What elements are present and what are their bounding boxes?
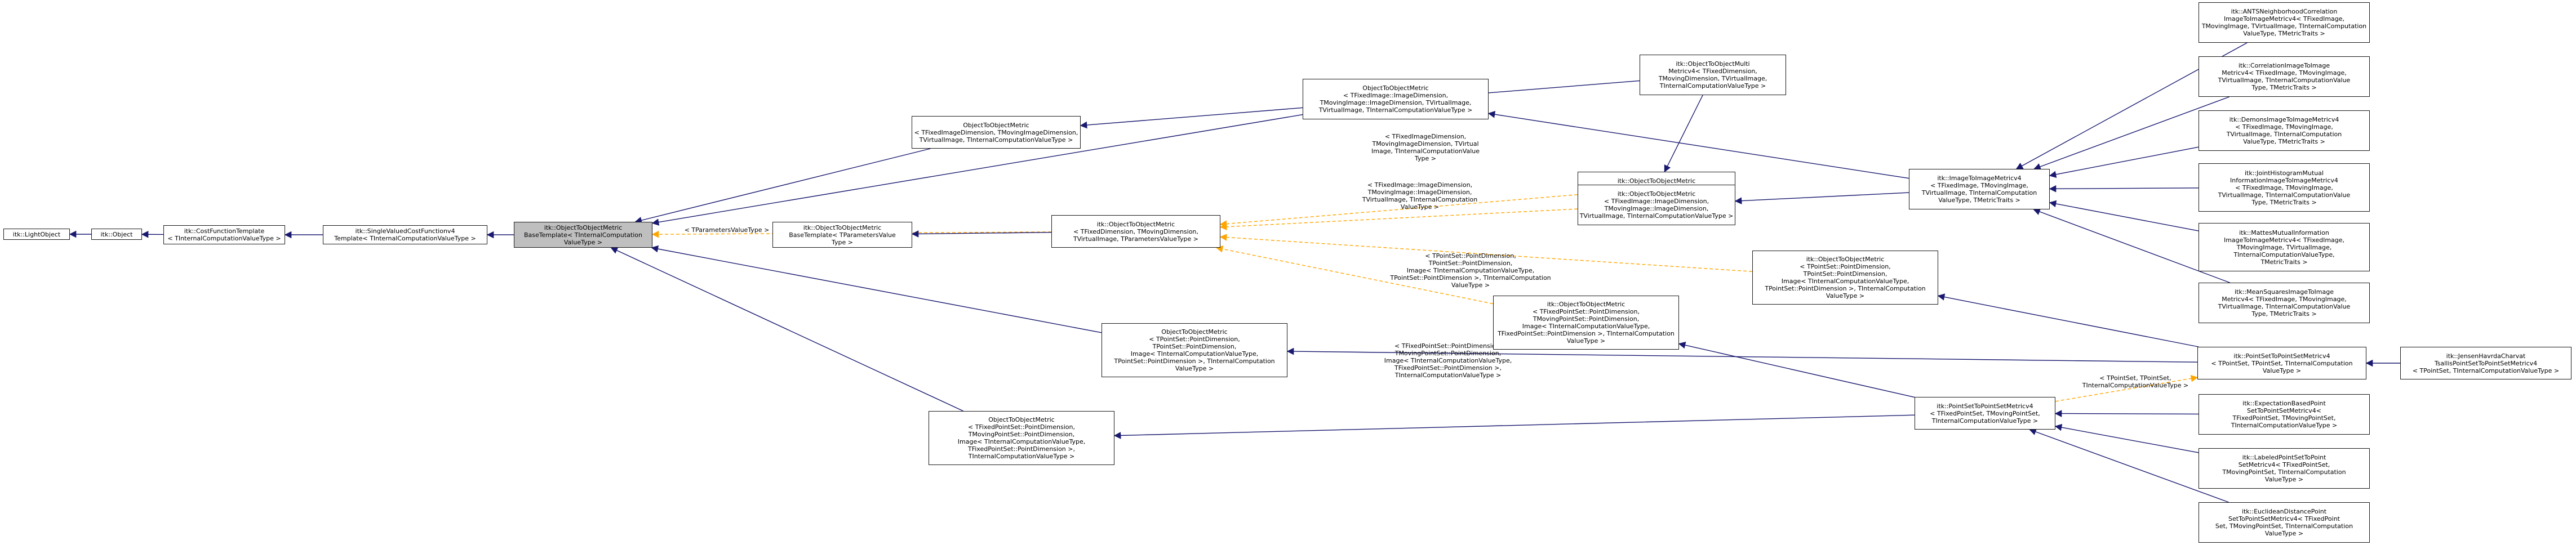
class-node-mattes[interactable]: itk::MattesMutualInformation ImageToImag… xyxy=(2199,223,2370,271)
class-node-label: itk::SingleValuedCostFunctionv4 Template… xyxy=(334,227,476,242)
class-node-label: itk::Object xyxy=(100,230,133,238)
class-node-label: ObjectToObjectMetric < TFixedImageDimens… xyxy=(914,121,1078,144)
class-node-multi[interactable]: itk::ObjectToObjectMulti Metricv4< TFixe… xyxy=(1640,55,1786,95)
edge-mattes-to-img2img xyxy=(2049,200,2199,231)
class-node-object[interactable]: itk::Object xyxy=(91,229,142,240)
class-node-label: ObjectToObjectMetric < TPointSet::PointD… xyxy=(1114,328,1275,372)
class-node-label: itk::DemonsImageToImageMetricv4 < TFixed… xyxy=(2226,116,2342,145)
class-node-light[interactable]: itk::LightObject xyxy=(3,229,70,240)
edge-ootom_ps-to-base xyxy=(651,245,1102,333)
class-node-ootom_ps2[interactable]: ObjectToObjectMetric < TFixedPointSet::P… xyxy=(929,411,1114,465)
edge-ps2ps-to-ootom_p2 xyxy=(1937,293,2199,347)
edge-ootom_img2-to-base xyxy=(651,114,1303,226)
class-node-ps2ps[interactable]: itk::PointSetToPointSetMetricv4 < TPoint… xyxy=(2197,347,2366,379)
class-node-ootom_base[interactable]: itk::ObjectToObjectMetric BaseTemplate< … xyxy=(772,222,912,248)
edge-label-ootom_i2: < TFixedImage::ImageDimension, TMovingIm… xyxy=(1362,181,1478,211)
class-node-ootom_img[interactable]: ObjectToObjectMetric < TFixedImageDimens… xyxy=(912,116,1081,149)
edge-ps2ps-to-ootom_ps xyxy=(1286,347,2198,363)
class-node-label: itk::MattesMutualInformation ImageToImag… xyxy=(2223,229,2345,266)
class-node-label: itk::ObjectToObjectMetric < TPointSet::P… xyxy=(1765,256,1926,300)
class-node-label: itk::JensenHavrdaCharvat TsallisPointSet… xyxy=(2412,352,2560,374)
class-node-labeled[interactable]: itk::LabeledPointSetToPoint SetMetricv4<… xyxy=(2199,448,2370,489)
class-node-label: itk::LabeledPointSetToPoint SetMetricv4<… xyxy=(2222,454,2346,483)
edge-ootom_i2-to-ootom_tmpl xyxy=(1219,208,1578,231)
edge-joint-to-img2img xyxy=(2049,185,2199,193)
class-node-costfn[interactable]: itk::CostFunctionTemplate < TInternalCom… xyxy=(163,225,285,244)
class-node-ants[interactable]: itk::ANTSNeighborhoodCorrelation ImageTo… xyxy=(2199,2,2370,43)
class-node-label: itk::MeanSquaresImageToImage Metricv4< T… xyxy=(2218,288,2351,318)
class-node-joint[interactable]: itk::JointHistogramMutual InformationIma… xyxy=(2199,163,2370,212)
class-node-jensen[interactable]: itk::JensenHavrdaCharvat TsallisPointSet… xyxy=(2400,347,2571,379)
edge-label-ootom_p1: < TFixedPointSet::PointDimension, TMovin… xyxy=(1384,342,1512,379)
class-node-label: itk::ObjectToObjectMetric < TFixedDimens… xyxy=(1073,220,1198,243)
class-node-svcf[interactable]: itk::SingleValuedCostFunctionv4 Template… xyxy=(323,225,487,244)
edge-meansq-to-img2img xyxy=(2033,208,2230,283)
class-node-label: ObjectToObjectMetric < TFixedImage::Imag… xyxy=(1318,84,1473,114)
class-node-label: itk::EuclideanDistancePoint SetToPointSe… xyxy=(2215,508,2353,537)
class-node-label: itk::ANTSNeighborhoodCorrelation ImageTo… xyxy=(2201,8,2367,37)
class-node-label: itk::LightObject xyxy=(12,230,61,238)
edge-labeled-to-ps2psfm xyxy=(2054,423,2199,453)
edge-euclid-to-ps2psfm xyxy=(2029,428,2229,503)
class-node-img2img[interactable]: itk::ImageToImageMetricv4 < TFixedImage,… xyxy=(1909,169,2050,209)
edge-ootom_tmpl-to-ootom_base xyxy=(911,230,1052,238)
edge-demons-to-img2img xyxy=(2049,146,2199,178)
class-node-ootom_p2[interactable]: itk::ObjectToObjectMetric < TPointSet::P… xyxy=(1752,251,1938,305)
class-node-label: itk::ImageToImageMetricv4 < TFixedImage,… xyxy=(1921,175,2037,204)
class-node-label: itk::ObjectToObjectMetric BaseTemplate< … xyxy=(789,224,896,246)
edge-label-ootom_i1: < TFixedImageDimension, TMovingImageDime… xyxy=(1371,133,1480,162)
class-node-corr[interactable]: itk::CorrelationImageToImage Metricv4< T… xyxy=(2199,56,2370,97)
edge-ootom_img-to-base xyxy=(634,148,931,224)
class-node-label: itk::PointSetToPointSetMetricv4 < TFixed… xyxy=(1930,402,2040,425)
edge-multi-to-ootom_i1 xyxy=(1664,95,1703,173)
edge-img2img-to-ootom_i2 xyxy=(1734,192,1909,204)
edge-ootom_p1-to-ootom_tmpl xyxy=(1215,245,1494,305)
edge-expect-to-ps2psfm xyxy=(2054,410,2199,417)
class-node-demons[interactable]: itk::DemonsImageToImageMetricv4 < TFixed… xyxy=(2199,110,2370,151)
class-node-ootom_i2[interactable]: itk::ObjectToObjectMetric < TFixedImage:… xyxy=(1578,185,1735,225)
edge-ootom_i1-to-ootom_tmpl xyxy=(1219,194,1578,227)
class-node-label: itk::ObjectToObjectMetric < TFixedPointS… xyxy=(1498,301,1675,345)
edge-ps2psfm-to-ootom_ps2 xyxy=(1113,414,1915,439)
class-node-expect[interactable]: itk::ExpectationBasedPoint SetToPointSet… xyxy=(2199,394,2370,435)
edge-ootom_ps2-to-base xyxy=(610,247,963,412)
edge-ps2psfm-to-ootom_p1 xyxy=(1678,341,1915,398)
class-node-meansq[interactable]: itk::MeanSquaresImageToImage Metricv4< T… xyxy=(2199,283,2370,323)
class-node-ootom_tmpl[interactable]: itk::ObjectToObjectMetric < TFixedDimens… xyxy=(1051,215,1220,248)
edge-ootom_p2-to-ootom_tmpl xyxy=(1219,234,1753,272)
class-node-label: itk::ObjectToObjectMetric BaseTemplate< … xyxy=(523,224,642,246)
class-node-label: itk::ObjectToObjectMetric < TFixedImage:… xyxy=(1579,190,1734,220)
class-node-label: ObjectToObjectMetric < TFixedPointSet::P… xyxy=(957,416,1086,460)
class-node-ps2psfm[interactable]: itk::PointSetToPointSetMetricv4 < TFixed… xyxy=(1915,397,2055,430)
class-node-ootom_ps[interactable]: ObjectToObjectMetric < TPointSet::PointD… xyxy=(1102,323,1287,377)
class-node-label: itk::ObjectToObjectMulti Metricv4< TFixe… xyxy=(1658,60,1767,90)
edge-label-ootom_p2: < TPointSet::PointDimension, TPointSet::… xyxy=(1390,252,1551,289)
class-node-ootom_p1[interactable]: itk::ObjectToObjectMetric < TFixedPointS… xyxy=(1493,296,1679,350)
class-node-euclid[interactable]: itk::EuclideanDistancePoint SetToPointSe… xyxy=(2199,502,2370,543)
edge-label-ootom_tmpl: < TParametersValueType > xyxy=(684,226,770,234)
class-node-label: itk::CostFunctionTemplate < TInternalCom… xyxy=(167,227,281,242)
edge-label-ps2psfm: < TPointSet, TPointSet, TInternalComputa… xyxy=(2082,374,2189,389)
class-node-ootom_img2[interactable]: ObjectToObjectMetric < TFixedImage::Imag… xyxy=(1303,79,1489,119)
class-node-label: itk::JointHistogramMutual InformationIma… xyxy=(2218,169,2351,206)
class-node-label: itk::CorrelationImageToImage Metricv4< T… xyxy=(2218,62,2351,91)
class-node-base[interactable]: itk::ObjectToObjectMetric BaseTemplate< … xyxy=(514,222,652,248)
class-node-label: itk::PointSetToPointSetMetricv4 < TPoint… xyxy=(2211,352,2353,374)
class-node-label: itk::ExpectationBasedPoint SetToPointSet… xyxy=(2231,400,2338,429)
edge-img2img-to-ootom_img2 xyxy=(1487,110,1909,179)
edge-ps2psfm-to-ps2ps xyxy=(2055,375,2199,402)
edge-corr-to-img2img xyxy=(2033,96,2229,170)
